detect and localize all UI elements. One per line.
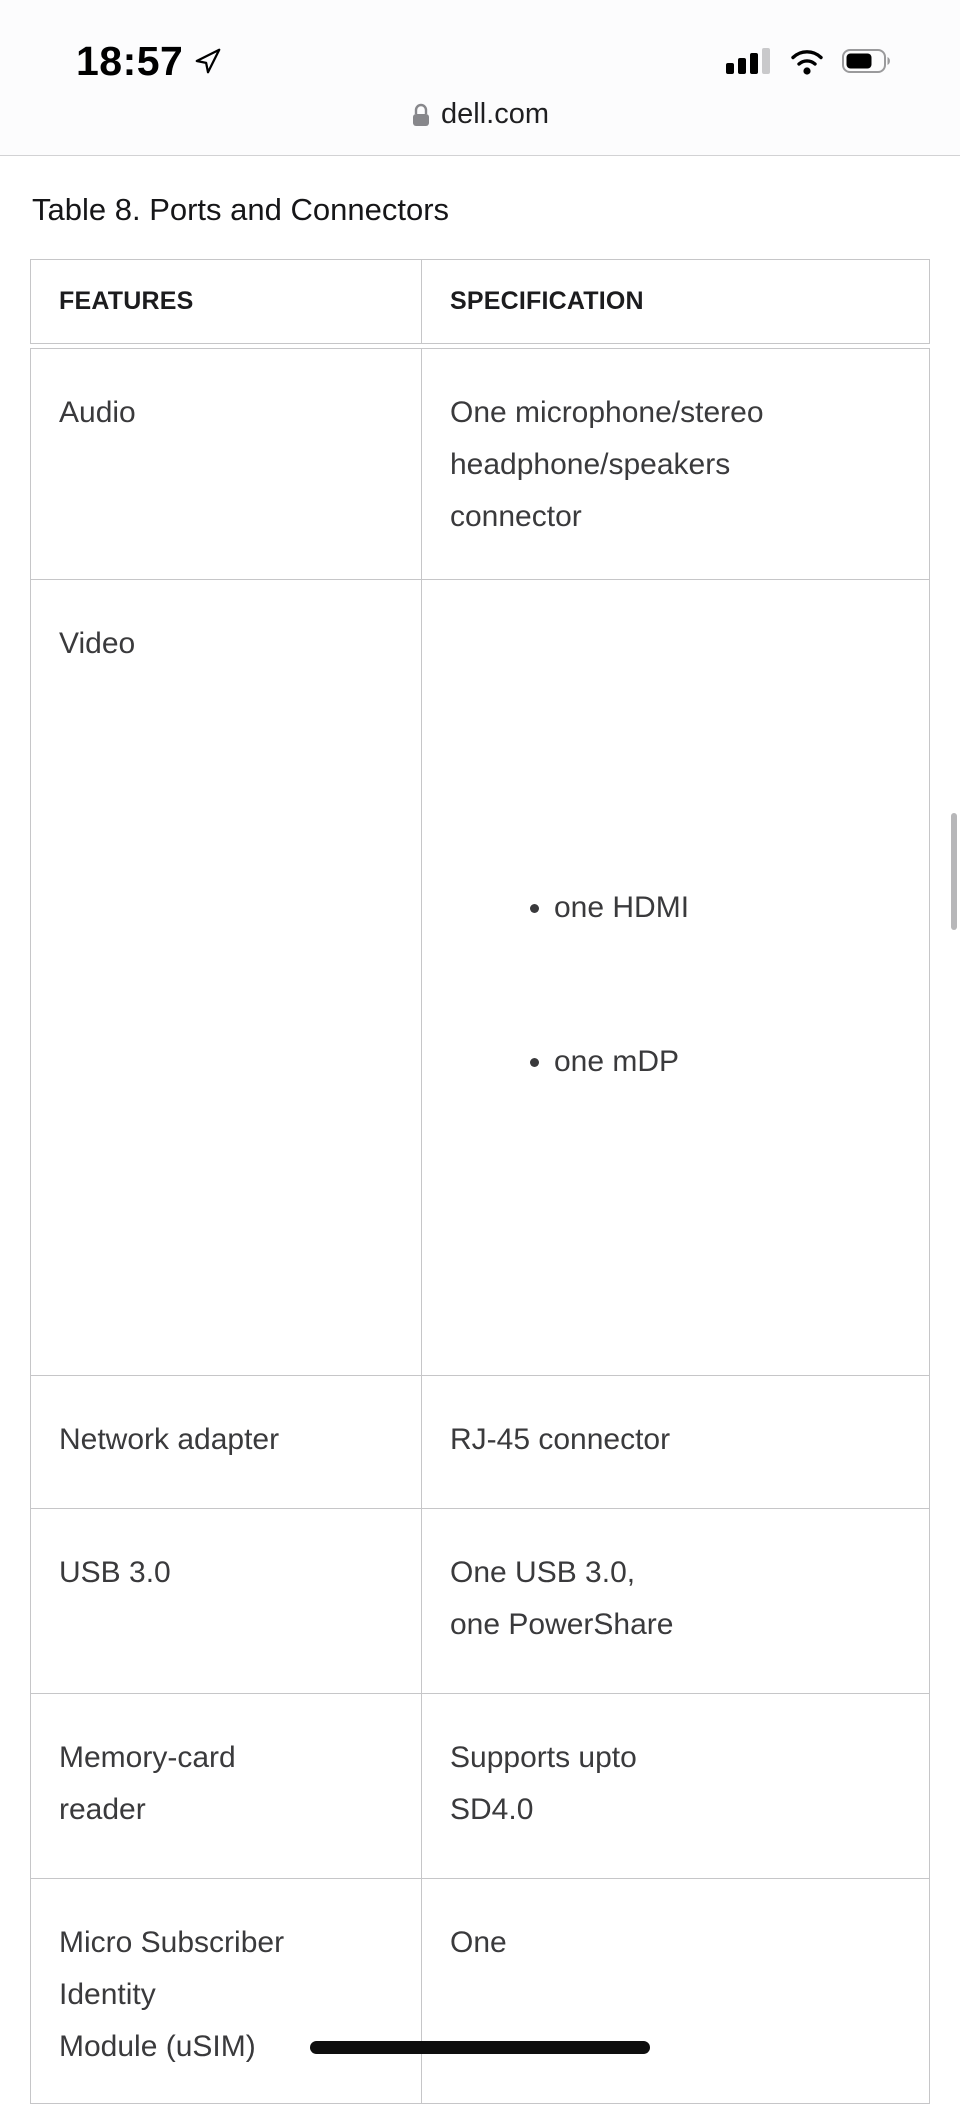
spec-text: One xyxy=(450,1926,507,1959)
spec-text: One microphone/stereo xyxy=(450,396,764,429)
feature-text: Video xyxy=(59,627,136,660)
feature-text: Network adapter xyxy=(59,1423,280,1456)
feature-cell: USB 3.0 xyxy=(31,1509,422,1693)
table-body: Audio One microphone/stereo headphone/spea… xyxy=(30,348,930,2104)
table-row: USB 3.0 One USB 3.0, one PowerShare xyxy=(31,1509,929,1694)
spec-bullet-item: one HDMI xyxy=(554,882,901,934)
table-header-row: FEATURES SPECIFICATION xyxy=(30,259,930,344)
battery-icon xyxy=(842,49,892,73)
feature-text: Micro Subscriber xyxy=(59,1926,285,1959)
feature-cell: Video xyxy=(31,580,422,1375)
spec-text: one PowerShare xyxy=(450,1608,674,1641)
lock-icon xyxy=(411,103,431,127)
browser-chrome: 18:57 xyxy=(0,0,960,156)
feature-cell: Memory-card reader xyxy=(31,1694,422,1878)
url-text: dell.com xyxy=(441,98,549,130)
feature-text: Identity xyxy=(59,1978,156,2011)
feature-cell: Audio xyxy=(31,349,422,579)
page-title: Table 8. Ports and Connectors xyxy=(32,192,450,227)
table-row: Audio One microphone/stereo headphone/spea… xyxy=(31,349,929,580)
header-specification: SPECIFICATION xyxy=(450,287,644,315)
spec-cell: RJ-45 connector xyxy=(422,1376,929,1508)
scrollbar[interactable] xyxy=(951,813,957,930)
spec-cell: One USB 3.0, one PowerShare xyxy=(422,1509,929,1693)
wifi-icon xyxy=(788,47,826,75)
spec-text: SD4.0 xyxy=(450,1793,534,1826)
spec-bullet-list: one HDMI one mDP xyxy=(450,882,901,1088)
feature-cell: Network adapter xyxy=(31,1376,422,1508)
feature-text: reader xyxy=(59,1793,146,1826)
url-bar[interactable]: dell.com xyxy=(0,98,960,131)
time-text: 18:57 xyxy=(76,37,184,84)
feature-text: Audio xyxy=(59,396,136,429)
ports-connectors-table: FEATURES SPECIFICATION Audio One micropho… xyxy=(30,259,930,2104)
table-row: Video one HDMI one mDP xyxy=(31,580,929,1376)
home-indicator[interactable] xyxy=(310,2041,650,2054)
feature-text: Module (uSIM) xyxy=(59,2030,256,2063)
spec-text: headphone/speakers xyxy=(450,448,731,481)
spec-text: connector xyxy=(450,500,582,533)
status-bar: 18:57 xyxy=(0,0,960,92)
feature-text: USB 3.0 xyxy=(59,1556,171,1589)
spec-bullet-item: one mDP xyxy=(554,1036,901,1088)
spec-text: RJ-45 connector xyxy=(450,1423,671,1456)
spec-cell: One xyxy=(422,1879,929,2103)
spec-text: One USB 3.0, xyxy=(450,1556,636,1589)
spec-cell: One microphone/stereo headphone/speakers c… xyxy=(422,349,929,579)
spec-cell: one HDMI one mDP xyxy=(422,580,929,1375)
status-icons xyxy=(726,47,892,75)
table-row: Network adapter RJ-45 connector xyxy=(31,1376,929,1509)
location-arrow-icon xyxy=(193,46,223,76)
header-features: FEATURES xyxy=(31,260,422,343)
cellular-signal-icon xyxy=(726,48,772,74)
status-time: 18:57 xyxy=(76,38,223,85)
feature-text: Memory-card xyxy=(59,1741,236,1774)
spec-text: Supports upto xyxy=(450,1741,637,1774)
